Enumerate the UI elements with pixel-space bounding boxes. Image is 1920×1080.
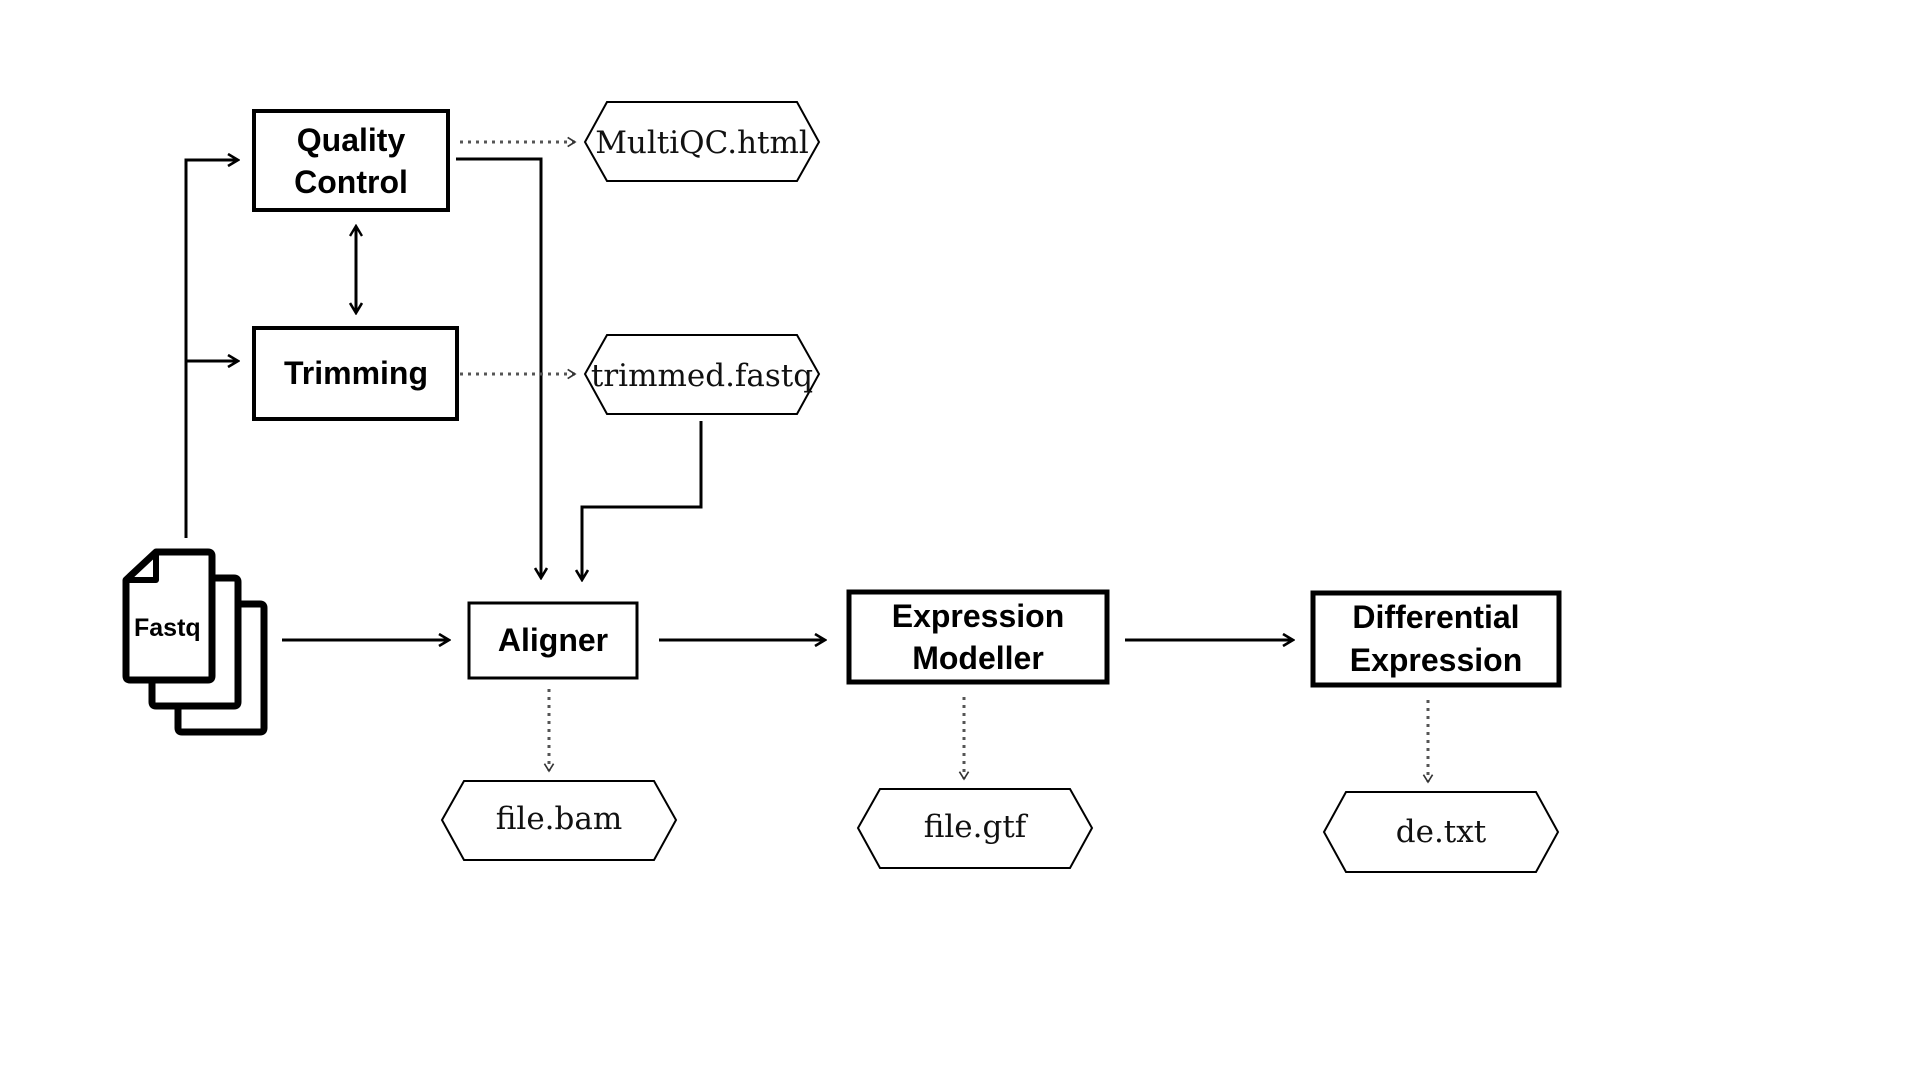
expression-modeller-label-line-2: Modeller xyxy=(912,640,1044,676)
quality-control-label-line-1: Quality xyxy=(297,122,406,158)
quality-control-box[interactable]: Quality Control xyxy=(252,109,450,212)
trimmed-fastq-to-aligner-arrow xyxy=(582,421,703,580)
document-fold-corner xyxy=(126,552,159,583)
trimming-box[interactable]: Trimming xyxy=(252,326,459,421)
trimming-label: Trimming xyxy=(284,355,428,391)
differential-expression-label-line-1: Differential xyxy=(1352,599,1519,635)
de-output[interactable]: de.txt xyxy=(1322,791,1560,873)
fastq-label: Fastq xyxy=(134,614,201,642)
gtf-output-label: file.gtf xyxy=(924,809,1029,845)
aligner-label: Aligner xyxy=(498,622,608,658)
fastq-to-quality-control-arrow xyxy=(184,160,238,538)
quality-control-label-line-2: Control xyxy=(294,164,408,200)
differential-expression-box[interactable]: Differential Expression xyxy=(1310,590,1562,688)
expression-modeller-label-line-1: Expression xyxy=(892,598,1065,634)
multiqc-output[interactable]: MultiQC.html xyxy=(583,101,821,182)
de-output-label: de.txt xyxy=(1396,814,1487,850)
aligner-box[interactable]: Aligner xyxy=(467,601,639,680)
stacked-documents-icon[interactable]: Fastq xyxy=(122,548,268,736)
differential-expression-label-line-2: Expression xyxy=(1350,642,1523,678)
trimmed-fastq-output[interactable]: trimmed.fastq xyxy=(583,334,821,415)
bam-output-label: file.bam xyxy=(496,801,623,837)
gtf-output[interactable]: file.gtf xyxy=(856,788,1094,869)
quality-control-to-aligner-arrow xyxy=(456,157,541,578)
trimmed-fastq-output-label: trimmed.fastq xyxy=(591,358,813,394)
multiqc-output-label: MultiQC.html xyxy=(595,125,809,161)
expression-modeller-box[interactable]: Expression Modeller xyxy=(846,589,1110,685)
bam-output[interactable]: file.bam xyxy=(440,780,678,861)
